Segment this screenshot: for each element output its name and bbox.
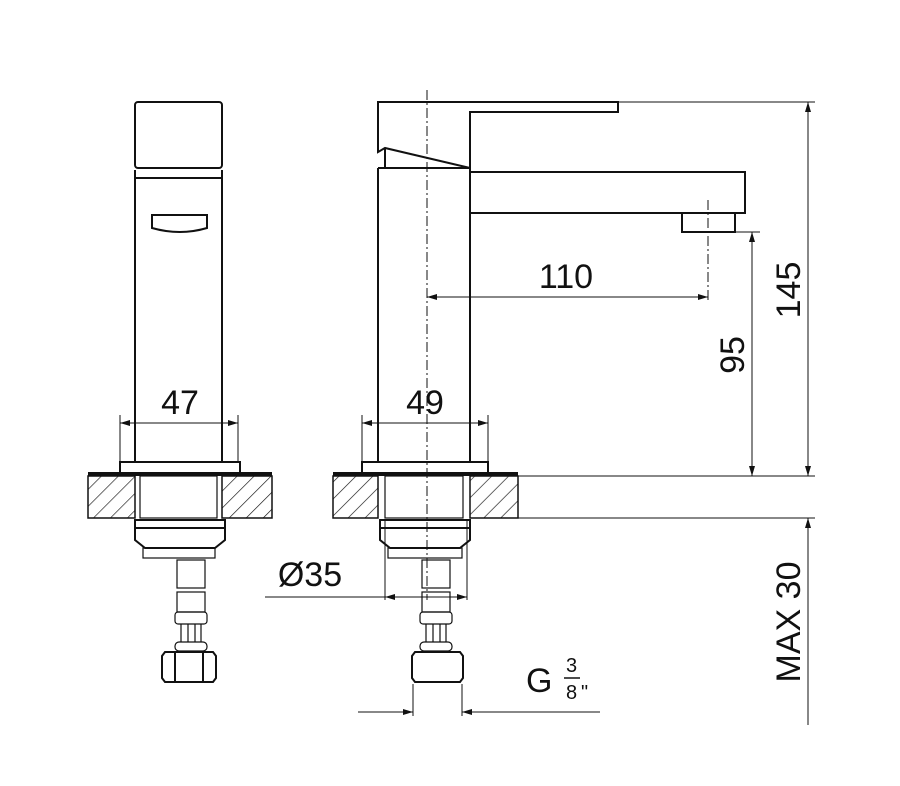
front-counter-left <box>87 475 136 519</box>
side-body <box>377 168 471 462</box>
front-counter-right <box>221 475 273 519</box>
front-view: 47 <box>87 101 273 683</box>
front-nut <box>134 519 226 549</box>
side-view: 49 110 95 145 MAX 30 Ø35 G 3 8 " <box>265 90 815 725</box>
front-aerator <box>151 214 208 233</box>
front-handle <box>134 101 223 169</box>
dim-49: 49 <box>406 384 444 422</box>
front-base-plate <box>119 461 241 474</box>
dim-fraction-denominator: 8 <box>566 682 577 704</box>
dim-g: G <box>526 662 552 700</box>
dim-110: 110 <box>539 258 593 296</box>
dim-fraction-numerator: 3 <box>566 655 577 677</box>
side-base-plate <box>361 461 489 474</box>
dim-inch-mark: " <box>581 682 588 704</box>
dim-max-30: MAX 30 <box>770 562 808 683</box>
dim-diameter-35: Ø35 <box>278 556 342 594</box>
front-thread <box>139 475 218 519</box>
front-hose <box>176 559 206 589</box>
dim-95: 95 <box>714 336 752 374</box>
front-body <box>134 170 223 462</box>
dim-145: 145 <box>770 262 808 319</box>
side-handle <box>377 101 619 170</box>
front-hex-nut <box>161 651 217 683</box>
dim-47: 47 <box>161 384 199 422</box>
side-spout <box>470 171 746 214</box>
